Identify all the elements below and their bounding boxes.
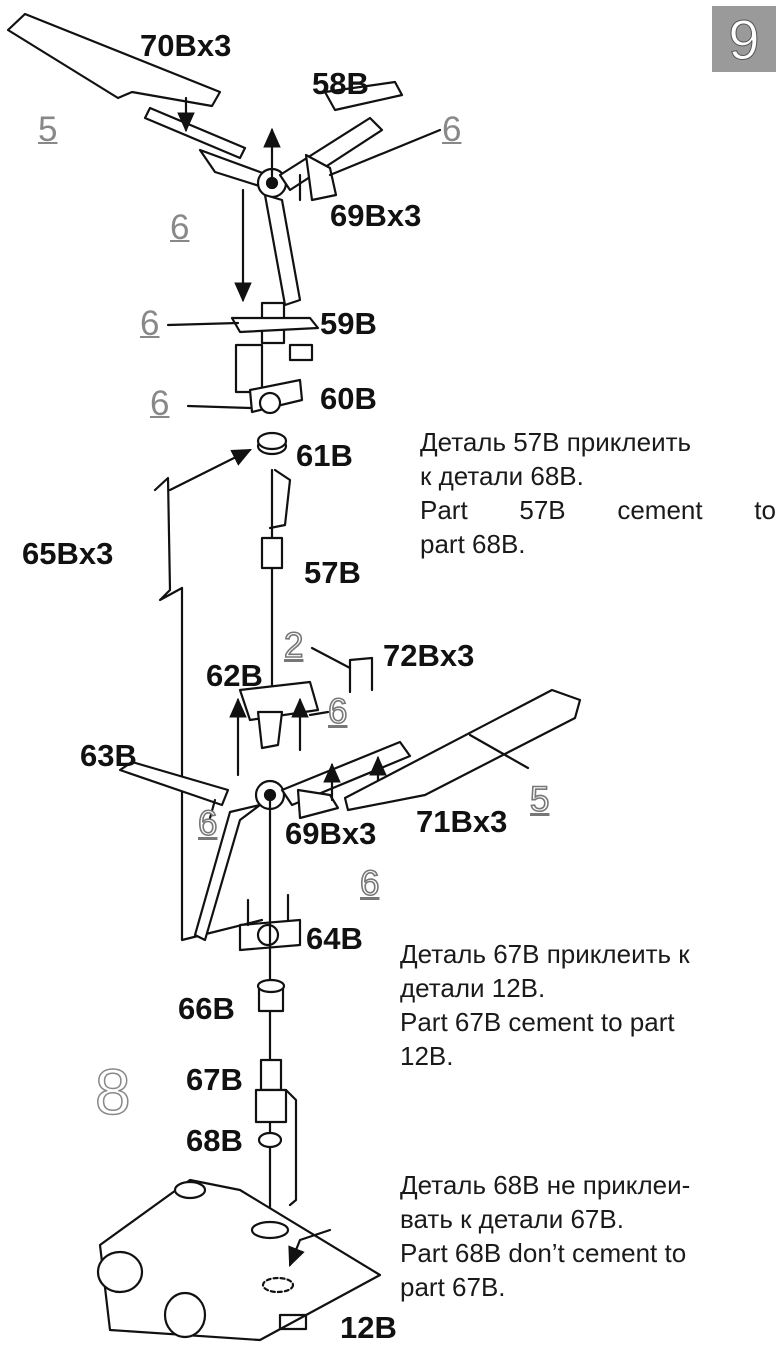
bearing-68b	[257, 1131, 283, 1149]
top-rotor-blade-70b	[6, 12, 247, 160]
note1-en-line2: part 68B.	[420, 529, 526, 559]
lower-rotor-blade-71b	[343, 688, 582, 812]
note3-en-line1: Part 68B don’t cement to	[400, 1238, 687, 1268]
label-72b: 72Bx3	[383, 638, 475, 673]
note1-en-word2: 57B	[519, 495, 566, 525]
subassembly-ref-6-e: 6	[327, 692, 348, 731]
note1-en-word1: Part	[420, 495, 468, 525]
swashplate-60b	[248, 378, 304, 415]
label-69b-top: 69Bx3	[330, 198, 422, 233]
step-number-badge: 9	[712, 6, 776, 72]
label-68b: 68B	[186, 1123, 243, 1158]
main-shaft-57b	[260, 468, 292, 692]
note1-en-word3: cement	[617, 495, 703, 525]
bushing-66b	[256, 978, 286, 1013]
label-62b: 62B	[206, 658, 263, 693]
label-12b: 12B	[340, 1310, 397, 1345]
label-67b: 67B	[186, 1062, 243, 1097]
bearing-61b	[256, 431, 288, 456]
subassembly-ref-6-a: 6	[170, 208, 190, 247]
label-59b: 59B	[320, 306, 377, 341]
label-64b: 64B	[306, 921, 363, 956]
previous-step-reference: 8	[94, 1056, 131, 1128]
subassembly-ref-6-c: 6	[140, 304, 160, 343]
note1-ru-line1: Деталь 57B приклеить	[420, 427, 692, 457]
label-61b: 61B	[296, 438, 353, 473]
subassembly-ref-6-b: 6	[442, 110, 462, 149]
subassembly-ref-2: 2	[283, 626, 304, 665]
label-63b: 63B	[80, 738, 137, 773]
subassembly-ref-6-d: 6	[150, 384, 170, 423]
note2-en-line1: Part 67B cement to part	[400, 1007, 675, 1037]
label-58b: 58B	[312, 66, 369, 101]
label-69b-bottom: 69Bx3	[285, 816, 377, 851]
subassembly-ref-6-f: 6	[197, 804, 218, 843]
note3-ru-line1: Деталь 68B не приклеи-	[400, 1170, 691, 1200]
sleeve-67b	[254, 1058, 298, 1207]
label-60b: 60B	[320, 381, 377, 416]
note1-ru-line2: к детали 68B.	[420, 461, 584, 491]
label-57b: 57B	[304, 555, 361, 590]
instruction-note-3: Деталь 68B не приклеи- вать к детали 67B…	[400, 1168, 690, 1304]
note2-ru-line1: Деталь 67B приклеить к	[400, 939, 690, 969]
swashplate-59b	[230, 301, 320, 394]
subassembly-ref-6-g: 6	[359, 864, 380, 903]
push-rod-65b	[153, 448, 264, 942]
subassembly-ref-5-bottom: 5	[529, 780, 550, 819]
fuselage-12b	[96, 1178, 382, 1342]
subassembly-ref-5-top: 5	[38, 110, 58, 149]
note3-en-line2: part 67B.	[400, 1272, 506, 1302]
note2-ru-line2: детали 12B.	[400, 973, 546, 1003]
label-71b: 71Bx3	[416, 804, 508, 839]
instruction-note-2: Деталь 67B приклеить к детали 12B. Part …	[400, 937, 690, 1073]
note3-ru-line2: вать к детали 67B.	[400, 1204, 624, 1234]
label-65b: 65Bx3	[22, 536, 114, 571]
instruction-note-1: Деталь 57B приклеить к детали 68B. Part …	[420, 425, 776, 561]
note2-en-line2: 12B.	[400, 1041, 454, 1071]
note1-en-line1: Part 57B cement to	[420, 493, 776, 527]
label-66b: 66B	[178, 991, 235, 1026]
label-70b: 70Bx3	[140, 28, 232, 63]
note1-en-word4: to	[754, 495, 776, 525]
